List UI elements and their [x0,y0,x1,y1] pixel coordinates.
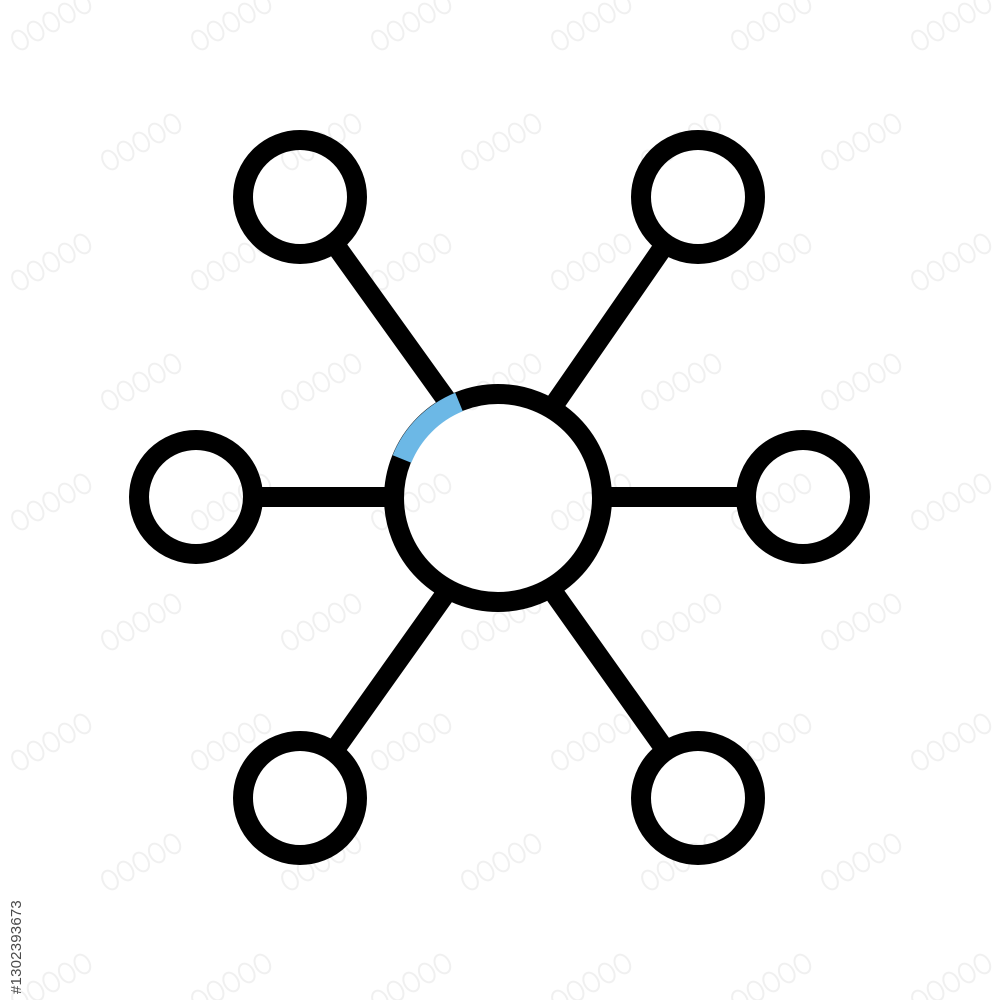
hub-accent-arc [392,392,464,464]
node-bottom-right [631,731,765,865]
node-top-right [631,130,765,264]
connector-line-bottom-left [326,586,454,758]
hub-circle [384,384,612,612]
node-left [129,430,263,564]
node-right [736,430,870,564]
connector-line-top-left [326,236,458,412]
connector-line-top-right [546,236,674,412]
connector-line-bottom-right [546,586,674,758]
node-bottom-left [233,731,367,865]
node-top-left [233,130,367,264]
